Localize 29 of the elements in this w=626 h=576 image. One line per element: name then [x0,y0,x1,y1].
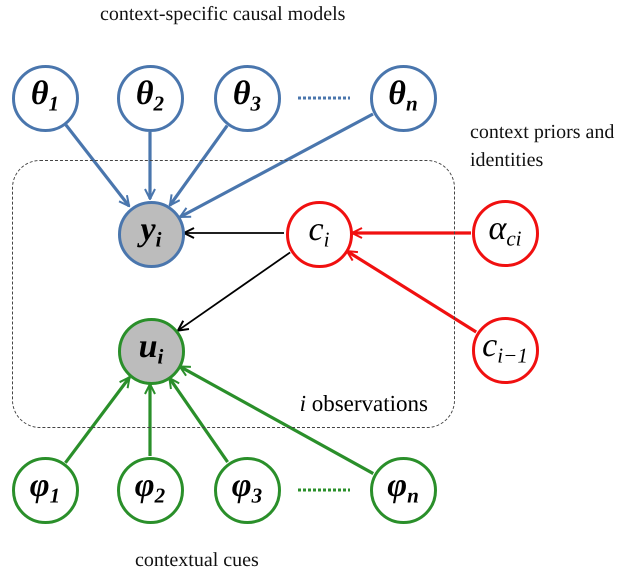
variable-symbol: φ$_{1}$ [30,469,60,507]
variable-symbol: θ$_{n}$ [388,77,418,115]
plate-frame [12,160,455,428]
arrow [168,124,228,206]
arrow [351,227,471,239]
arrow [64,124,130,208]
variable-symbol: c$_{i−1}$ [482,329,528,367]
arrow [144,132,156,200]
annotation-text: contextual cues [135,548,260,573]
variable-symbol: φ$_{3}$ [232,469,262,507]
arrow [178,365,374,475]
arrow [176,252,291,332]
variable-symbol: c$_{i}$ [308,213,330,251]
arrow [179,112,374,218]
variable-symbol: α$_{ci}$ [488,212,522,250]
variable-symbol: θ$_{1}$ [30,77,60,115]
variable-symbol: θ$_{2}$ [136,77,164,115]
variable-symbol: φ$_{n}$ [387,469,419,507]
arrow [64,376,131,464]
variable-symbol: φ$_{2}$ [134,469,166,507]
arrow [144,383,156,456]
plate-label: i observations [300,391,428,417]
annotation-text: context priors and identities [470,120,616,173]
arrow [183,227,284,239]
variable-symbol: θ$_{3}$ [232,77,262,115]
arrow [346,250,478,334]
variable-symbol: u$_{i}$ [138,330,164,368]
annotation-text: context-specific causal models [100,2,346,27]
arrow [168,376,229,463]
